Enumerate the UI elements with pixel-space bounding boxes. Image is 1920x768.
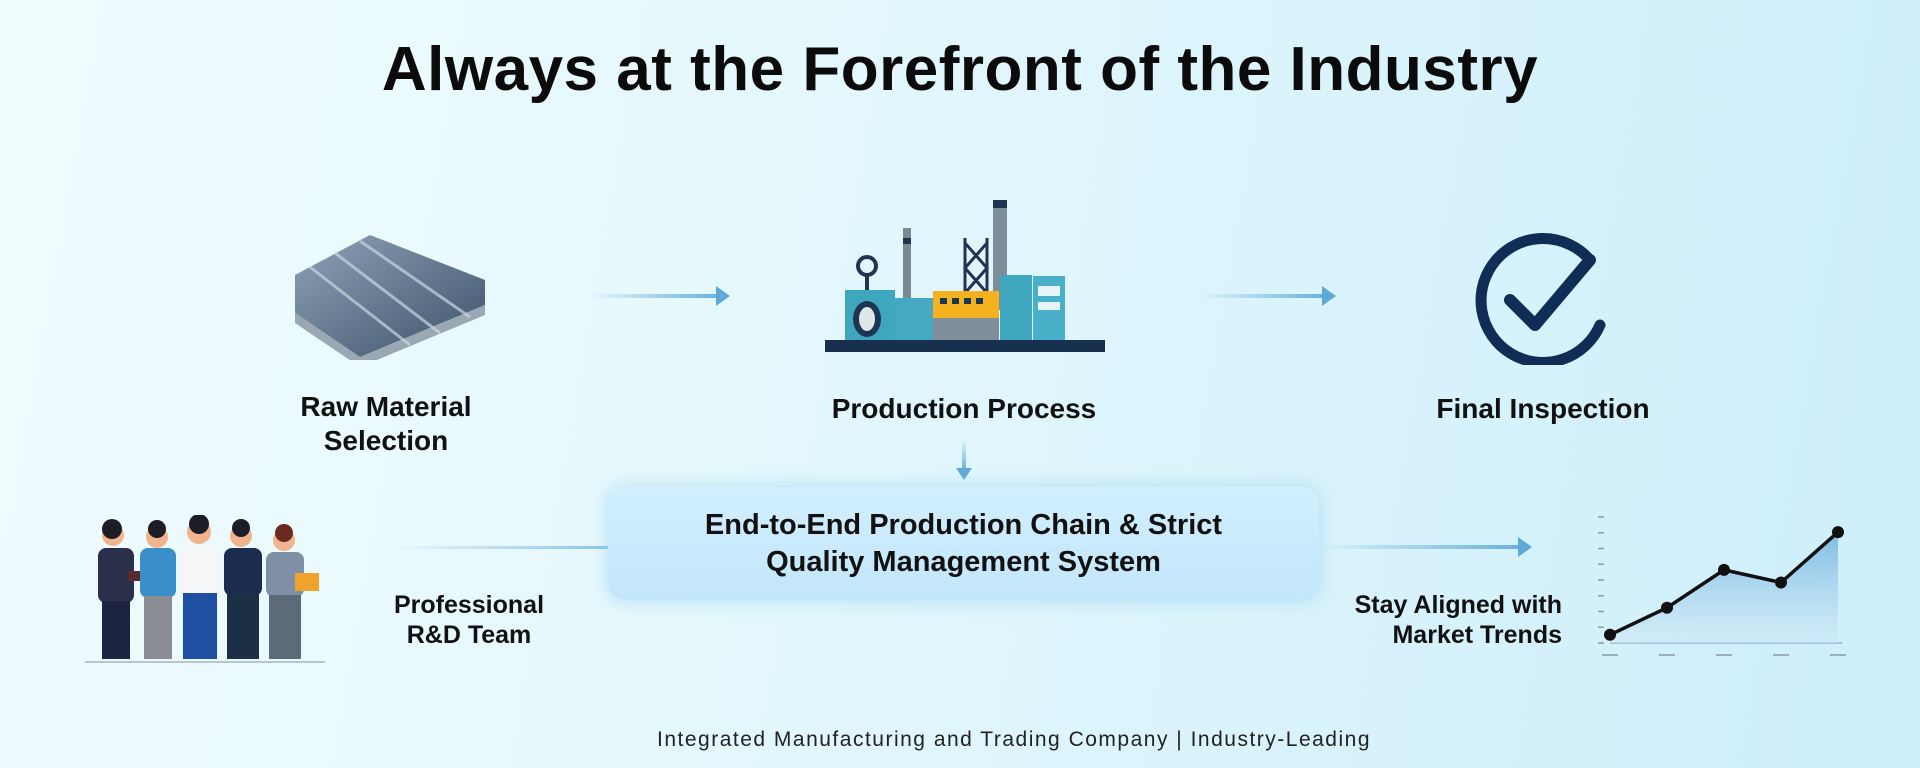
data-point <box>1604 628 1616 641</box>
label-line: Market Trends <box>1392 621 1562 649</box>
checkmark-circle-icon <box>1475 233 1606 365</box>
label-line: Professional <box>393 591 545 619</box>
label-line: Selection <box>323 425 449 456</box>
center-box-line: Quality Management System <box>766 545 1161 578</box>
step-label-final-inspection: Final Inspection <box>1436 393 1650 424</box>
area-fill <box>1610 532 1838 643</box>
data-point <box>1718 563 1730 576</box>
rd-team-label: Professional R&D Team <box>359 590 579 650</box>
flow-arrow <box>1200 286 1336 306</box>
center-box-line: End-to-End Production Chain & Strict <box>704 508 1223 541</box>
flow-arrow <box>1320 537 1532 557</box>
factory-icon <box>825 200 1105 352</box>
center-summary-box: End-to-End Production Chain & Strict Qua… <box>608 487 1319 600</box>
label-line: R&D Team <box>406 621 532 649</box>
footer-tagline: Integrated Manufacturing and Trading Com… <box>657 728 1371 751</box>
page-title: Always at the Forefront of the Industry <box>381 35 1539 104</box>
data-point <box>1661 601 1673 614</box>
data-point <box>1775 576 1787 589</box>
team-people-icon <box>85 515 325 663</box>
steel-plates-icon <box>295 235 485 360</box>
step-label-production: Production Process <box>831 393 1097 424</box>
data-point <box>1832 526 1844 539</box>
label-line: Stay Aligned with <box>1354 591 1562 619</box>
down-arrow <box>962 440 966 470</box>
market-trend-chart <box>1598 516 1846 656</box>
label-line: Raw Material <box>300 391 472 422</box>
connector-line <box>392 546 608 549</box>
market-trends-label: Stay Aligned with Market Trends <box>1280 590 1562 650</box>
step-label-raw-material: Raw Material Selection <box>286 390 486 458</box>
flow-arrow <box>590 286 730 306</box>
down-arrow-head <box>956 468 972 480</box>
